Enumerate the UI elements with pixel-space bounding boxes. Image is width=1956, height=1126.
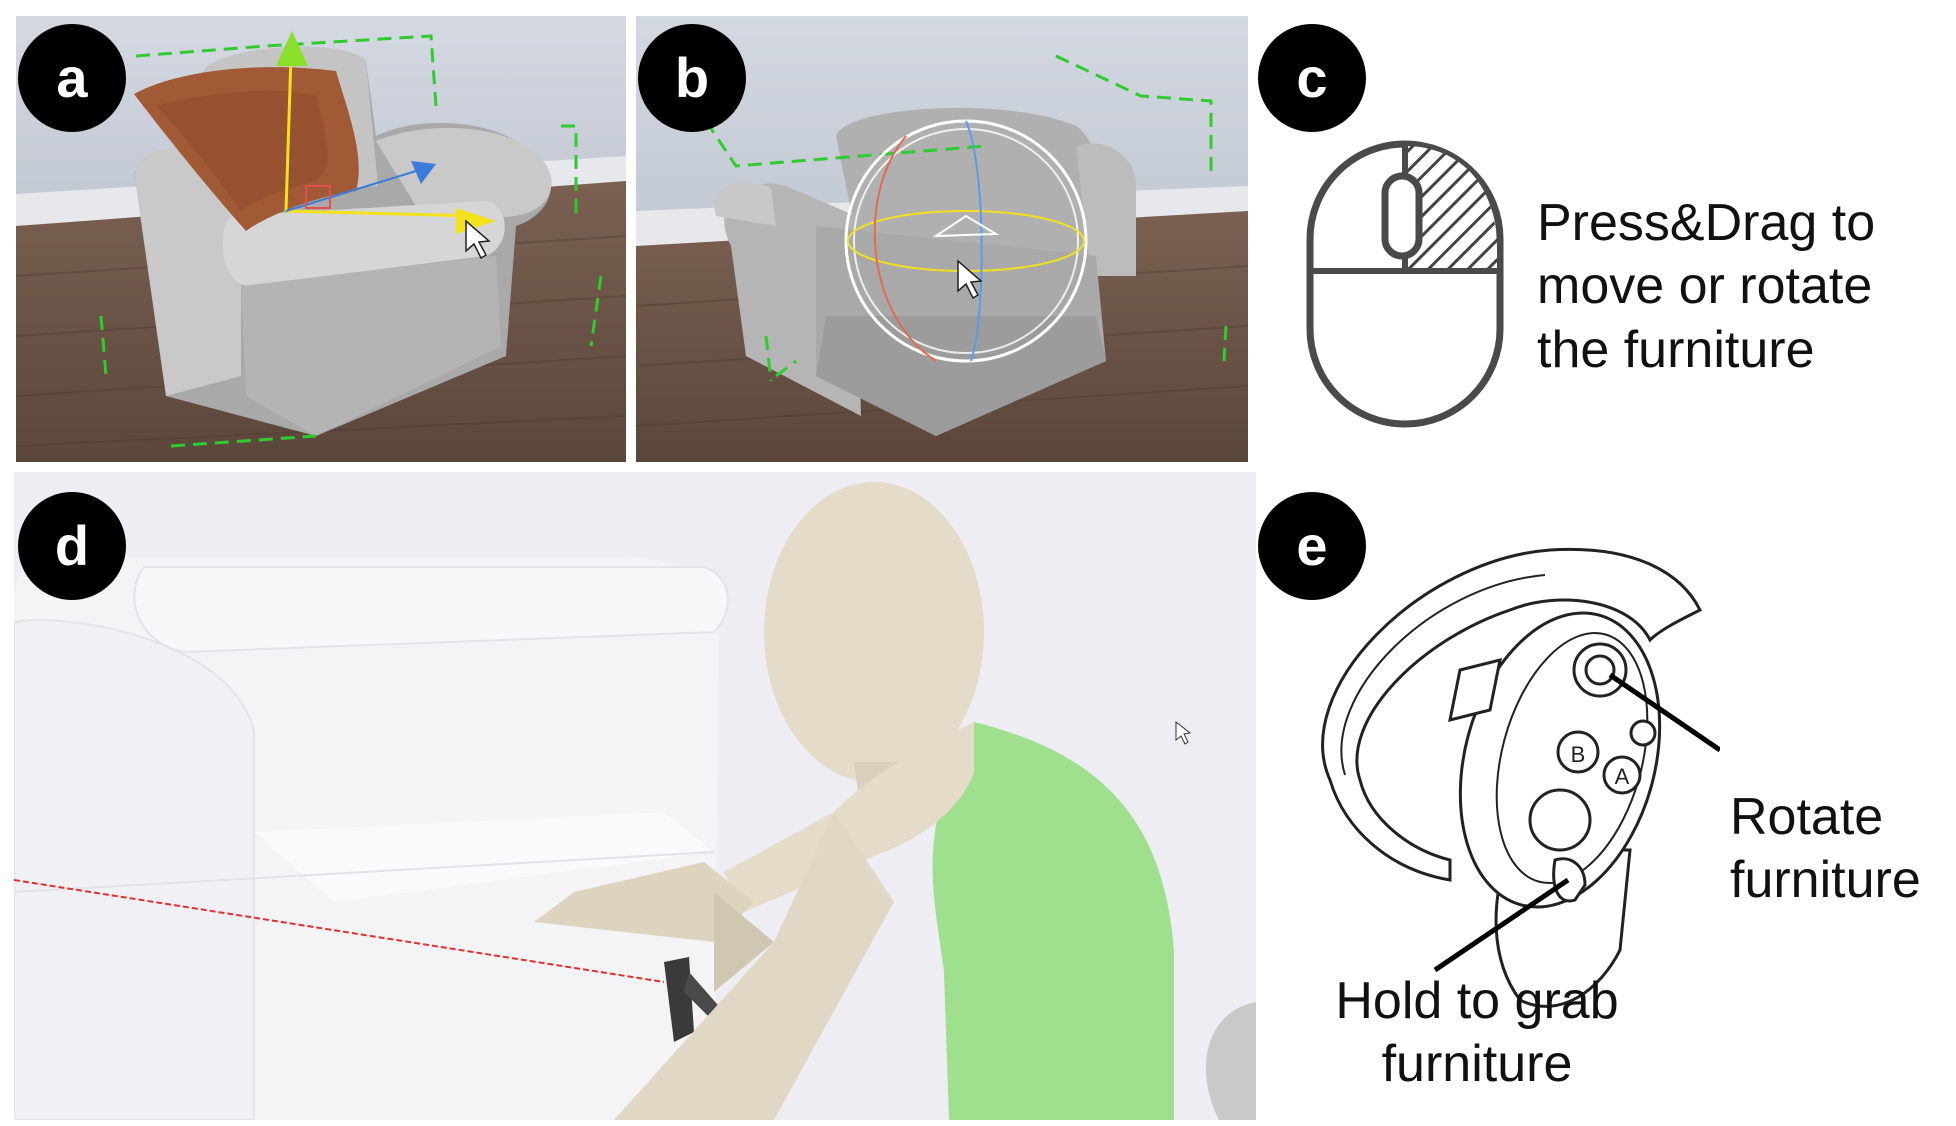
rotate-pointer-line (1608, 672, 1720, 753)
controller-button-a-label: A (1615, 764, 1630, 789)
panel-label-b: b (638, 24, 746, 132)
caption-line: furniture (1730, 851, 1921, 910)
panel-a-translate-scene (16, 16, 626, 462)
controller-button-b-label: B (1571, 742, 1586, 767)
grab-pointer-line (1433, 877, 1570, 973)
avatar (534, 482, 1174, 1120)
laser-pointer-ray (14, 879, 665, 983)
grab-furniture-caption: Hold to grab furniture (1312, 970, 1642, 1097)
rotate-furniture-caption: Rotate furniture (1730, 786, 1921, 913)
mouse-cursor-icon (957, 259, 983, 300)
caption-line: Rotate (1730, 788, 1884, 846)
caption-line: Hold to grab (1335, 972, 1619, 1030)
caption-line: furniture (1381, 1035, 1573, 1094)
mouse-cursor-icon (465, 219, 491, 260)
panel-label-d: d (18, 492, 126, 600)
caption-line: move or rotate (1537, 257, 1873, 316)
caption-line: Press&Drag to (1537, 194, 1876, 252)
panel-label-a: a (18, 24, 126, 132)
panel-label-e: e (1258, 492, 1366, 600)
panel-b-rotate-scene (636, 16, 1248, 462)
vr-avatar-render (14, 472, 1256, 1120)
vr-controller-icon: B A (1300, 520, 1720, 1020)
mouse-instruction-caption: Press&Drag to move or rotate the furnitu… (1537, 192, 1875, 382)
panel-d-vr-scene (14, 472, 1256, 1120)
panel-label-c: c (1258, 24, 1366, 132)
caption-line: the furniture (1537, 320, 1815, 379)
mouse-icon (1302, 136, 1512, 436)
armchair-translate-render (16, 16, 626, 462)
armchair-rotate-render (636, 16, 1248, 462)
mouse-cursor-icon (1175, 720, 1192, 745)
translate-gizmo[interactable] (276, 31, 496, 234)
